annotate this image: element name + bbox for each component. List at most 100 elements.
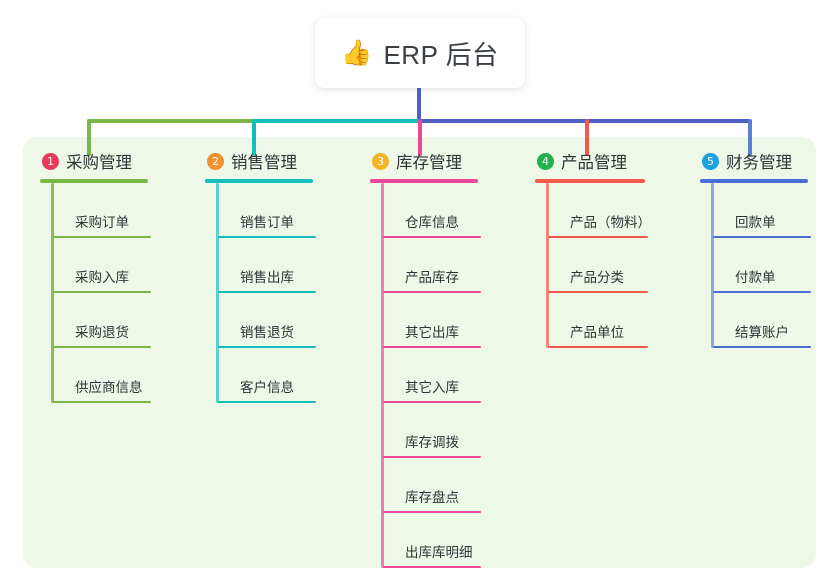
list-item[interactable]: 销售退货	[218, 293, 351, 348]
list-item-label: 产品（物料）	[570, 215, 651, 230]
column-rule-4	[535, 179, 645, 183]
list-item[interactable]: 销售订单	[218, 183, 351, 238]
column-title-4: 产品管理	[561, 154, 627, 172]
list-item[interactable]: 库存调拨	[383, 403, 516, 458]
list-item[interactable]: 其它出库	[383, 293, 516, 348]
column-4: 4 产品管理产品（物料） 产品分类产品单位	[535, 148, 683, 348]
root-node[interactable]: 👍 ERP 后台	[315, 18, 525, 88]
list-item-rule	[713, 236, 811, 238]
list-item[interactable]: 出库库明细	[383, 513, 516, 568]
list-item-label: 结算账户	[735, 325, 789, 340]
drop-finance	[748, 119, 752, 156]
list-item[interactable]: 产品单位	[548, 293, 683, 348]
column-badge-3: 3	[372, 152, 389, 170]
column-title-3: 库存管理	[396, 154, 462, 172]
column-items-3: 仓库信息产品库存其它出库其它入库库存调拨库存盘点出库库明细	[370, 183, 516, 568]
list-item-rule	[713, 291, 811, 293]
list-item-rule	[53, 346, 151, 348]
list-item-rule	[53, 401, 151, 403]
drop-inventory	[418, 119, 422, 156]
list-item-rule	[548, 346, 648, 348]
list-item-rule	[383, 401, 481, 403]
column-title-2: 销售管理	[231, 154, 297, 172]
list-item-label: 采购入库	[75, 270, 129, 285]
list-item[interactable]: 产品（物料）	[548, 183, 683, 238]
column-title-1: 采购管理	[66, 154, 132, 172]
column-header-5[interactable]: 5 财务管理	[700, 148, 839, 174]
list-item[interactable]: 产品分类	[548, 238, 683, 293]
list-item[interactable]: 客户信息	[218, 348, 351, 403]
column-rule-2	[205, 179, 313, 183]
list-item[interactable]: 结算账户	[713, 293, 839, 348]
list-item-label: 回款单	[735, 215, 776, 230]
list-item[interactable]: 采购入库	[53, 238, 186, 293]
column-spine-3	[381, 183, 384, 568]
column-header-1[interactable]: 1 采购管理	[40, 148, 186, 174]
column-title-5: 财务管理	[726, 154, 792, 172]
list-item[interactable]: 回款单	[713, 183, 839, 238]
list-item-label: 采购退货	[75, 325, 129, 340]
list-item[interactable]: 供应商信息	[53, 348, 186, 403]
trunk-purple	[418, 119, 750, 123]
list-item-label: 采购订单	[75, 215, 129, 230]
column-rule-5	[700, 179, 808, 183]
list-item-rule	[383, 511, 481, 513]
column-items-4: 产品（物料） 产品分类产品单位	[535, 183, 683, 348]
list-item-label: 供应商信息	[75, 380, 143, 395]
column-badge-5: 5	[702, 152, 719, 170]
column-header-4[interactable]: 4 产品管理	[535, 148, 683, 174]
column-spine-5	[711, 183, 714, 348]
list-item-rule	[218, 346, 316, 348]
column-badge-2: 2	[207, 152, 224, 170]
list-item-rule	[713, 346, 811, 348]
column-rule-1	[40, 179, 148, 183]
drop-purchase	[87, 119, 91, 156]
list-item[interactable]: 销售出库	[218, 238, 351, 293]
list-item-rule	[218, 401, 316, 403]
list-item-rule	[53, 291, 151, 293]
column-rule-3	[370, 179, 478, 183]
column-badge-4: 4	[537, 152, 554, 170]
column-5: 5 财务管理回款单付款单结算账户	[700, 148, 839, 348]
list-item[interactable]: 付款单	[713, 238, 839, 293]
diagram-panel	[23, 137, 816, 568]
list-item-label: 销售出库	[240, 270, 294, 285]
list-item[interactable]: 仓库信息	[383, 183, 516, 238]
column-header-3[interactable]: 3 库存管理	[370, 148, 516, 174]
list-item-label: 出库库明细	[405, 545, 473, 560]
list-item-rule	[383, 291, 481, 293]
list-item[interactable]: 产品库存	[383, 238, 516, 293]
list-item[interactable]: 其它入库	[383, 348, 516, 403]
column-items-2: 销售订单销售出库销售退货客户信息	[205, 183, 351, 403]
thumbs-up-icon: 👍	[341, 38, 373, 67]
column-3: 3 库存管理仓库信息产品库存其它出库其它入库库存调拨库存盘点出库库明细	[370, 148, 516, 568]
list-item-label: 产品分类	[570, 270, 624, 285]
list-item-label: 其它入库	[405, 380, 459, 395]
list-item-label: 产品库存	[405, 270, 459, 285]
list-item-label: 产品单位	[570, 325, 624, 340]
column-2: 2 销售管理销售订单销售出库销售退货客户信息	[205, 148, 351, 403]
list-item-rule	[218, 236, 316, 238]
column-badge-1: 1	[42, 152, 59, 170]
drop-product	[585, 119, 589, 156]
root-stem-connector	[417, 86, 421, 122]
list-item-rule	[383, 566, 481, 568]
list-item-label: 付款单	[735, 270, 776, 285]
column-items-1: 采购订单采购入库采购退货供应商信息	[40, 183, 186, 403]
drop-sales	[252, 119, 256, 156]
list-item-label: 仓库信息	[405, 215, 459, 230]
list-item-rule	[383, 346, 481, 348]
column-spine-2	[216, 183, 219, 403]
list-item-label: 客户信息	[240, 380, 294, 395]
list-item[interactable]: 采购退货	[53, 293, 186, 348]
list-item-rule	[548, 291, 648, 293]
list-item-rule	[548, 236, 648, 238]
list-item-label: 其它出库	[405, 325, 459, 340]
column-spine-4	[546, 183, 549, 348]
list-item[interactable]: 采购订单	[53, 183, 186, 238]
trunk-green	[87, 119, 254, 123]
column-header-2[interactable]: 2 销售管理	[205, 148, 351, 174]
list-item[interactable]: 库存盘点	[383, 458, 516, 513]
list-item-label: 库存调拨	[405, 435, 459, 450]
